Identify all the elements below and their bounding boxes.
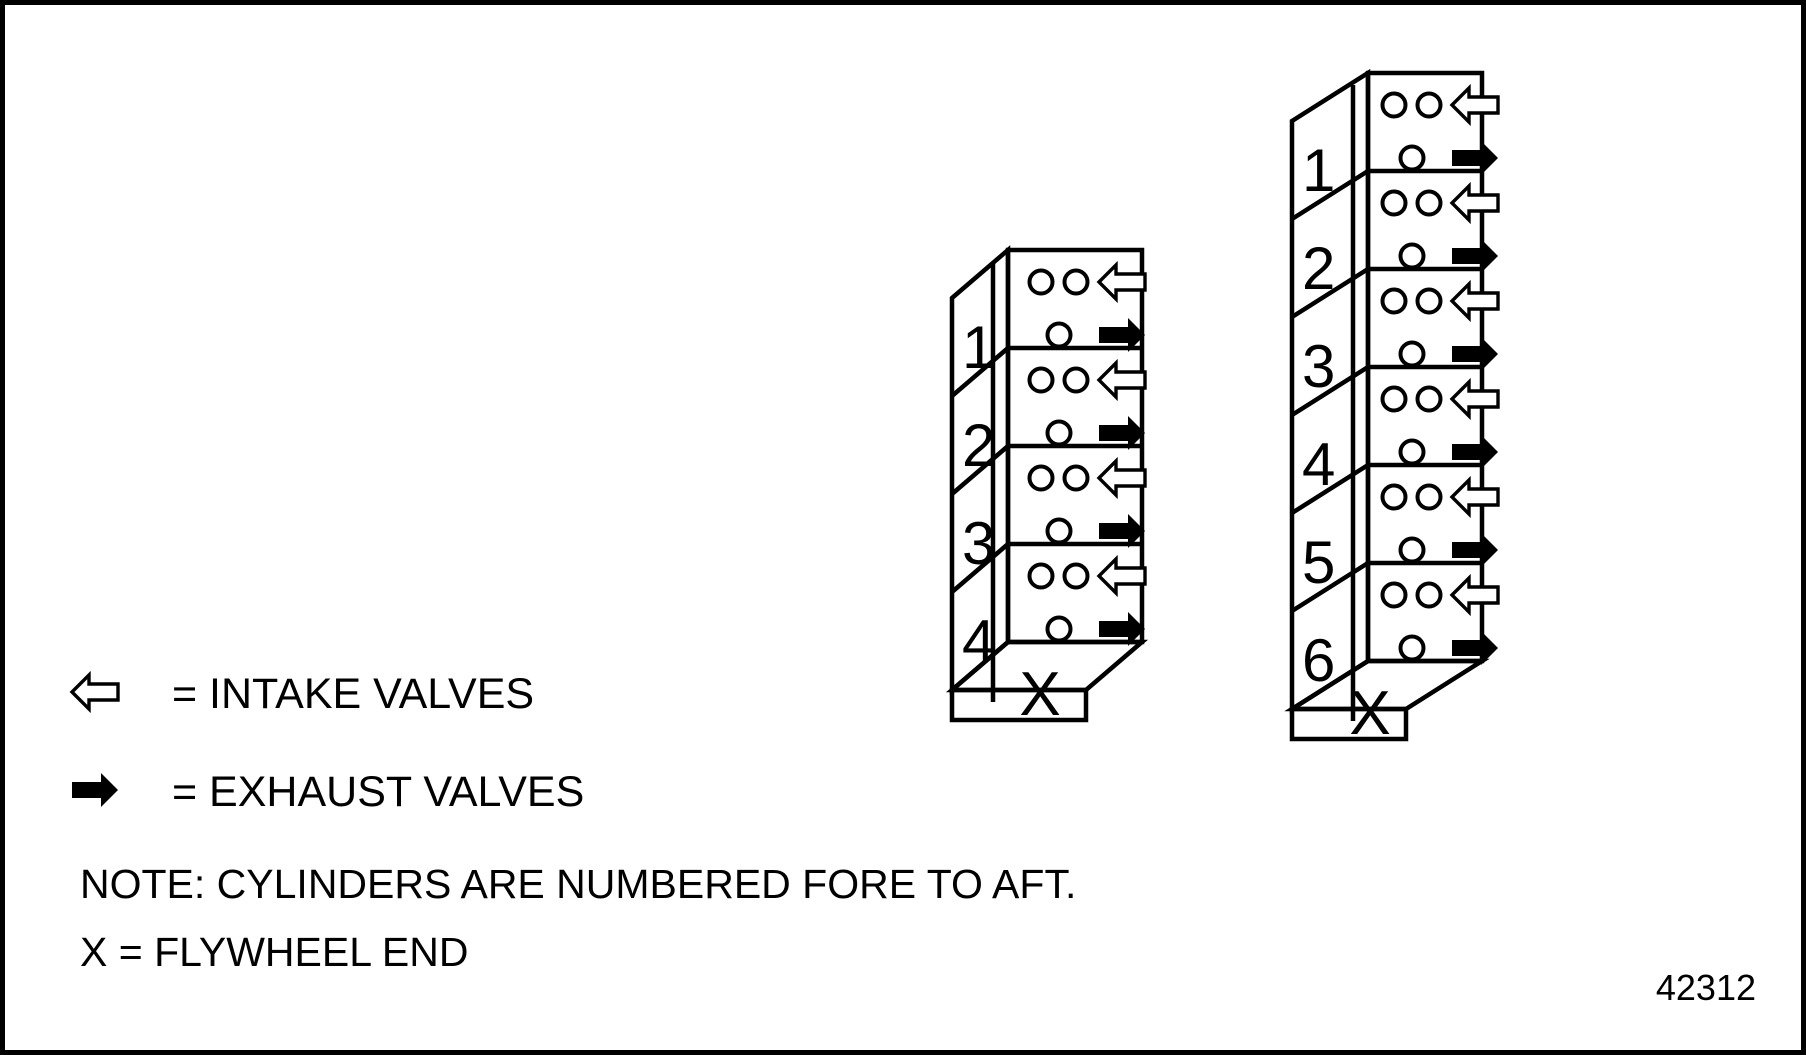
four-cyl-label-2: 2 xyxy=(962,412,995,479)
figure-number: 42312 xyxy=(1656,967,1756,1008)
note-line-1: NOTE: CYLINDERS ARE NUMBERED FORE TO AFT… xyxy=(80,861,1076,907)
six-cylinder-block: 1 2 3 4 5 6 X xyxy=(1284,68,1498,748)
four-cyl-cell-4 xyxy=(1030,559,1146,646)
hollow-left-arrow-icon xyxy=(70,673,120,711)
legend: = INTAKE VALVES = EXHAUST VALVES xyxy=(70,670,584,816)
notes: NOTE: CYLINDERS ARE NUMBERED FORE TO AFT… xyxy=(80,861,1076,975)
six-cyl-flywheel-x: X xyxy=(1349,679,1390,748)
legend-row-intake: = INTAKE VALVES xyxy=(70,670,534,718)
six-cyl-label-4: 4 xyxy=(1302,431,1335,498)
six-cyl-bottom-face xyxy=(1284,658,1490,742)
six-cyl-label-1: 1 xyxy=(1302,137,1335,204)
six-cyl-label-3: 3 xyxy=(1302,333,1335,400)
six-cyl-label-2: 2 xyxy=(1302,235,1335,302)
legend-intake-label: = INTAKE VALVES xyxy=(172,670,534,718)
four-cyl-flywheel-x: X xyxy=(1019,660,1060,729)
four-cyl-cell-2 xyxy=(1030,363,1146,450)
solid-right-arrow-icon xyxy=(72,773,118,807)
four-cylinder-block: 1 2 3 4 X xyxy=(945,245,1149,729)
six-cyl-label-5: 5 xyxy=(1302,529,1335,596)
four-cyl-label-1: 1 xyxy=(962,314,995,381)
note-line-2: X = FLYWHEEL END xyxy=(80,929,468,975)
four-cyl-cell-1 xyxy=(1030,265,1146,352)
four-cyl-label-3: 3 xyxy=(962,510,995,577)
legend-exhaust-label: = EXHAUST VALVES xyxy=(172,768,584,816)
four-cyl-bottom-face xyxy=(945,639,1149,723)
legend-row-exhaust: = EXHAUST VALVES xyxy=(72,768,584,816)
four-cyl-cell-3 xyxy=(1030,461,1146,548)
four-cyl-label-4: 4 xyxy=(962,608,995,675)
